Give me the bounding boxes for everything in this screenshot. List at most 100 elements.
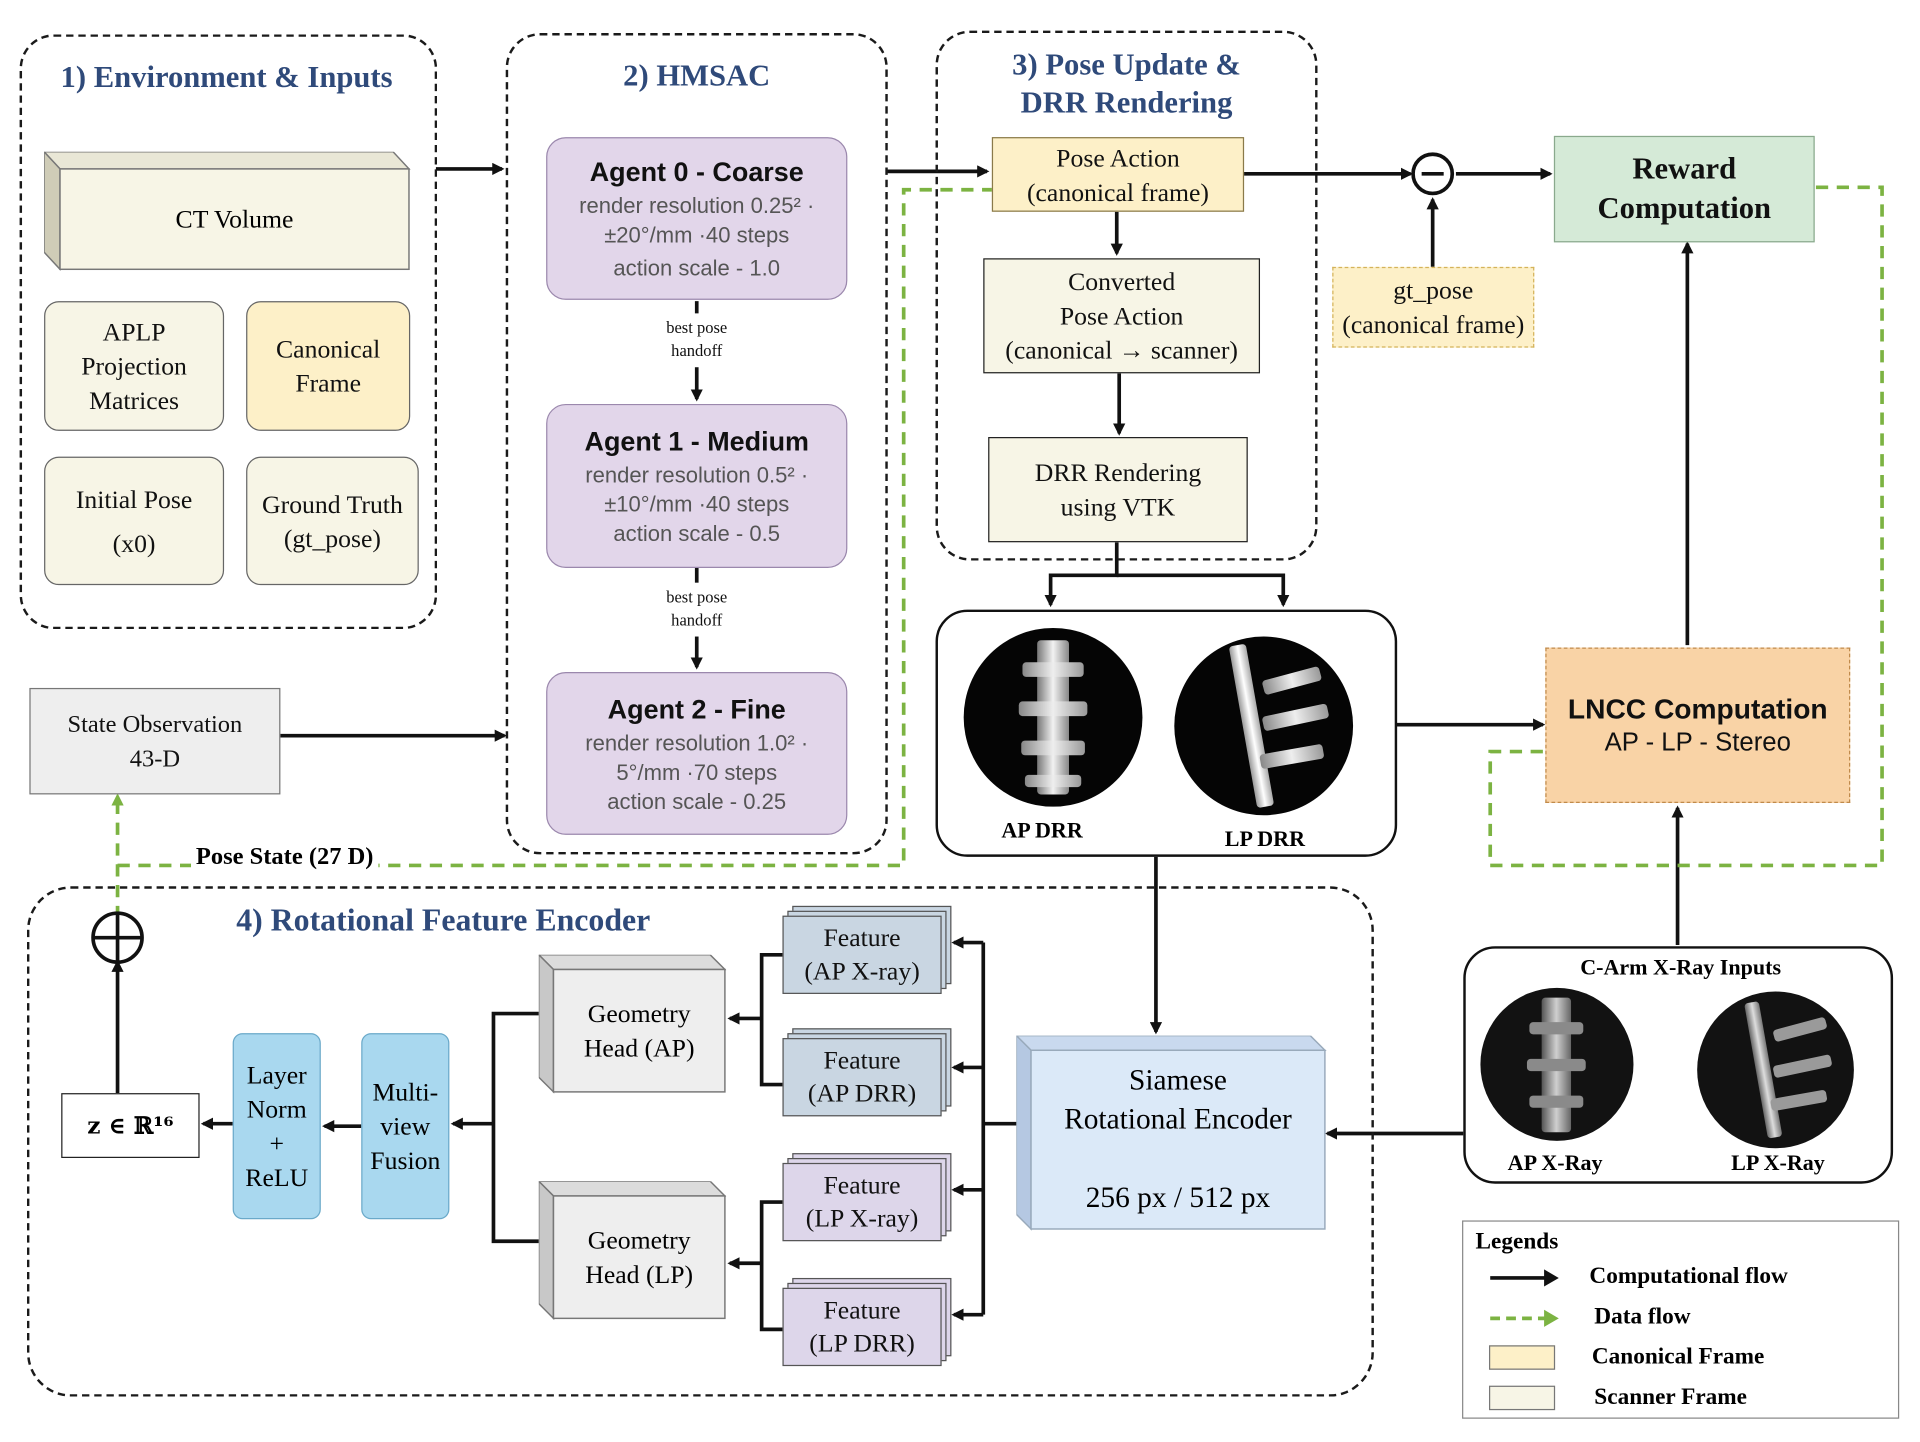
feature-ap-drr-stack: Feature (AP DRR): [782, 1028, 953, 1121]
lncc-subtitle: AP - LP - Stereo: [1604, 727, 1791, 756]
legend-dataflow-arrow-icon: [1490, 1309, 1559, 1327]
geom-lp-line2: Head (LP): [585, 1259, 694, 1289]
reward-line2: Computation: [1597, 191, 1772, 225]
aplp-line3: Matrices: [89, 385, 180, 415]
lp-xray-image: [1697, 991, 1854, 1149]
feature-lp-xray-stack: Feature (LP X-ray): [782, 1153, 953, 1246]
ap-drr-image: [963, 627, 1143, 807]
legend-canonical-swatch: [1488, 1345, 1556, 1370]
ground-truth-line2: (gt_pose): [283, 523, 382, 553]
geometry-head-ap: Geometry Head (AP): [538, 954, 727, 1095]
layernorm-line4: ReLU: [245, 1162, 309, 1193]
gt-pose-line1: gt_pose: [1393, 275, 1474, 305]
reward-line1: Reward: [1632, 152, 1737, 186]
feature-ap-drr: Feature (AP DRR): [782, 1038, 942, 1117]
legend-canonical: Canonical Frame: [1591, 1344, 1765, 1370]
legend-data: Data flow: [1594, 1303, 1691, 1330]
layernorm-line2: Norm: [246, 1094, 307, 1124]
agent-1-line1: render resolution 0.5² ·: [585, 462, 809, 488]
agent-2-line1: render resolution 1.0² ·: [585, 730, 809, 755]
legend-computational-arrow-icon: [1490, 1269, 1559, 1287]
feature-lp-drr-stack: Feature (LP DRR): [782, 1277, 953, 1371]
aplp-projection-box: APLP Projection Matrices: [44, 301, 225, 431]
fusion-line1: Multi-: [372, 1077, 439, 1107]
agent-1-title: Agent 1 - Medium: [584, 425, 809, 457]
hmsac-group: [505, 33, 888, 855]
geometry-head-lp-label: Geometry Head (LP): [553, 1196, 724, 1318]
drr-images-panel: AP DRR LP DRR: [935, 609, 1398, 857]
feature-ap-xray-line2: (AP X-ray): [804, 956, 920, 986]
canonical-frame-box: Canonical Frame: [246, 301, 411, 431]
pose-action-box: Pose Action (canonical frame): [991, 137, 1245, 212]
layernorm-relu-box: Layer Norm + ReLU: [232, 1033, 321, 1220]
handoff-1-line2: handoff: [671, 341, 723, 360]
siamese-line2: Rotational Encoder: [1064, 1104, 1292, 1136]
converted-pose-box: Converted Pose Action (canonical → scann…: [983, 258, 1261, 374]
z-embedding-box: z ∈ ℝ¹⁶: [61, 1093, 200, 1158]
reward-computation-box: Reward Computation: [1553, 135, 1815, 243]
feature-ap-drr-line1: Feature: [823, 1045, 901, 1075]
geom-ap-line2: Head (AP): [583, 1033, 695, 1063]
feature-lp-drr-line1: Feature: [823, 1295, 901, 1325]
legend-scanner-swatch: [1488, 1385, 1556, 1411]
converted-line3: (canonical → scanner): [1005, 335, 1239, 365]
encoder-title: 4) Rotational Feature Encoder: [208, 900, 679, 939]
pose-update-group: [935, 30, 1318, 561]
aplp-line1: APLP: [102, 317, 166, 347]
pose-action-line2: (canonical frame): [1026, 176, 1209, 207]
pose-update-title: 3) Pose Update & DRR Rendering: [936, 47, 1318, 123]
drr-render-line2: using VTK: [1060, 492, 1176, 522]
legend-box: Legends Computational flow Data flow Can…: [1462, 1220, 1900, 1419]
ap-xray-label: AP X-Ray: [1507, 1150, 1603, 1176]
carm-inputs-panel: C-Arm X-Ray Inputs AP X-Ray LP X-Ray: [1463, 946, 1894, 1184]
gt-pose-box: gt_pose (canonical frame): [1332, 266, 1535, 348]
geometry-head-lp: Geometry Head (LP): [538, 1181, 727, 1321]
siamese-line3: 256 px / 512 px: [1085, 1182, 1271, 1215]
initial-pose-line1: Initial Pose: [75, 484, 193, 514]
feature-ap-xray-stack: Feature (AP X-ray): [782, 905, 953, 999]
handoff-2-line1: best pose: [666, 587, 728, 606]
environment-group: [19, 34, 438, 630]
lp-xray-label: LP X-Ray: [1731, 1150, 1825, 1176]
feature-ap-xray: Feature (AP X-ray): [782, 915, 942, 994]
aplp-line2: Projection: [81, 351, 187, 381]
handoff-1-line1: best pose: [666, 318, 728, 337]
oplus-operator: [91, 911, 144, 964]
feature-lp-xray-line2: (LP X-ray): [805, 1203, 919, 1233]
state-observation-box: State Observation 43-D: [29, 687, 281, 795]
initial-pose-line2: (x0): [112, 528, 156, 558]
ap-drr-label: AP DRR: [1001, 817, 1083, 843]
feature-lp-drr: Feature (LP DRR): [782, 1287, 942, 1367]
agent-0-line3: action scale - 1.0: [613, 255, 781, 281]
geometry-head-ap-label: Geometry Head (AP): [553, 969, 724, 1091]
handoff-label-2: best pose handoff: [636, 585, 758, 632]
agent-0-title: Agent 0 - Coarse: [589, 156, 804, 188]
ct-volume: CT Volume: [44, 151, 411, 271]
pose-update-title-line1: 3) Pose Update &: [1012, 48, 1241, 83]
siamese-line1: Siamese: [1128, 1064, 1227, 1097]
legend-title: Legends: [1475, 1228, 1559, 1255]
lncc-computation-box: LNCC Computation AP - LP - Stereo: [1545, 647, 1851, 804]
agent-0-line1: render resolution 0.25² ·: [579, 193, 815, 218]
agent-1-line3: action scale - 0.5: [613, 521, 781, 546]
lp-drr-image: [1174, 636, 1354, 816]
agent-2-line2: 5°/mm ·70 steps: [616, 759, 778, 785]
encoder-group: [26, 886, 1374, 1397]
feature-lp-xray-line1: Feature: [823, 1170, 901, 1200]
agent-0-line2: ±20°/mm ·40 steps: [604, 222, 790, 248]
converted-line1: Converted: [1068, 266, 1176, 297]
carm-title: C-Arm X-Ray Inputs: [1580, 954, 1782, 980]
drr-rendering-box: DRR Rendering using VTK: [988, 437, 1248, 543]
agent-0-box: Agent 0 - Coarse render resolution 0.25²…: [546, 137, 848, 300]
state-obs-line1: State Observation: [67, 710, 243, 738]
initial-pose-box: Initial Pose (x0): [44, 456, 225, 586]
legend-computational: Computational flow: [1589, 1263, 1788, 1289]
canonical-line1: Canonical: [276, 334, 381, 364]
canonical-line2: Frame: [295, 368, 362, 398]
converted-line2: Pose Action: [1059, 301, 1184, 331]
feature-ap-xray-line1: Feature: [823, 922, 901, 953]
feature-lp-drr-line2: (LP DRR): [809, 1328, 915, 1358]
legend-scanner: Scanner Frame: [1594, 1384, 1748, 1411]
layernorm-line1: Layer: [246, 1060, 307, 1090]
ct-volume-label: CT Volume: [175, 203, 294, 234]
